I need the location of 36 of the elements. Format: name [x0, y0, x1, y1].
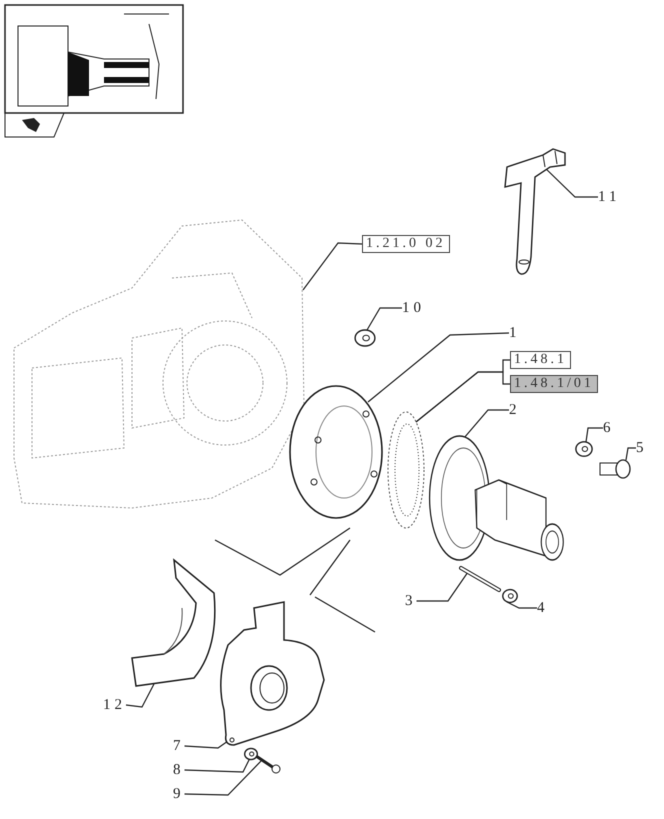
callout-number: 10: [402, 300, 425, 316]
leader-line: [506, 601, 537, 609]
callout-number: 2: [509, 402, 520, 418]
leader-line: [366, 307, 402, 330]
leader-line: [184, 760, 250, 773]
leader-line: [464, 409, 509, 438]
callout-number: 3: [405, 593, 416, 609]
reference-tag: 1.21.0 02: [362, 235, 450, 253]
leader-line: [184, 740, 228, 749]
callout-number: 9: [173, 786, 184, 802]
callout-number: 4: [537, 600, 548, 616]
hub-disc-drawing: [288, 382, 384, 522]
leader-line: [368, 332, 510, 402]
pin-drawing: [458, 565, 502, 593]
washer-drawing: [244, 747, 258, 761]
washer-drawing: [354, 328, 376, 348]
reference-tag: 1.48.1/01: [510, 375, 598, 393]
callout-number: 6: [603, 420, 614, 436]
bolt-drawing: [254, 752, 282, 774]
leader-line: [625, 447, 636, 460]
leader-line: [585, 427, 603, 442]
washer-drawing: [575, 440, 593, 458]
leader-line: [416, 572, 468, 602]
leader-line: [302, 242, 362, 290]
callout-number: 1: [509, 325, 520, 341]
reference-tag: 1.48.1: [510, 351, 571, 369]
callout-number: 12: [103, 697, 126, 713]
leader-line: [184, 760, 262, 796]
leader-line: [416, 371, 510, 422]
nut-drawing: [502, 588, 518, 604]
callout-number: 8: [173, 762, 184, 778]
callout-number: 11: [598, 189, 620, 205]
callout-number: 5: [636, 440, 648, 456]
leader-line: [126, 684, 155, 708]
bolt-drawing: [598, 458, 632, 480]
callout-number: 7: [173, 738, 184, 754]
